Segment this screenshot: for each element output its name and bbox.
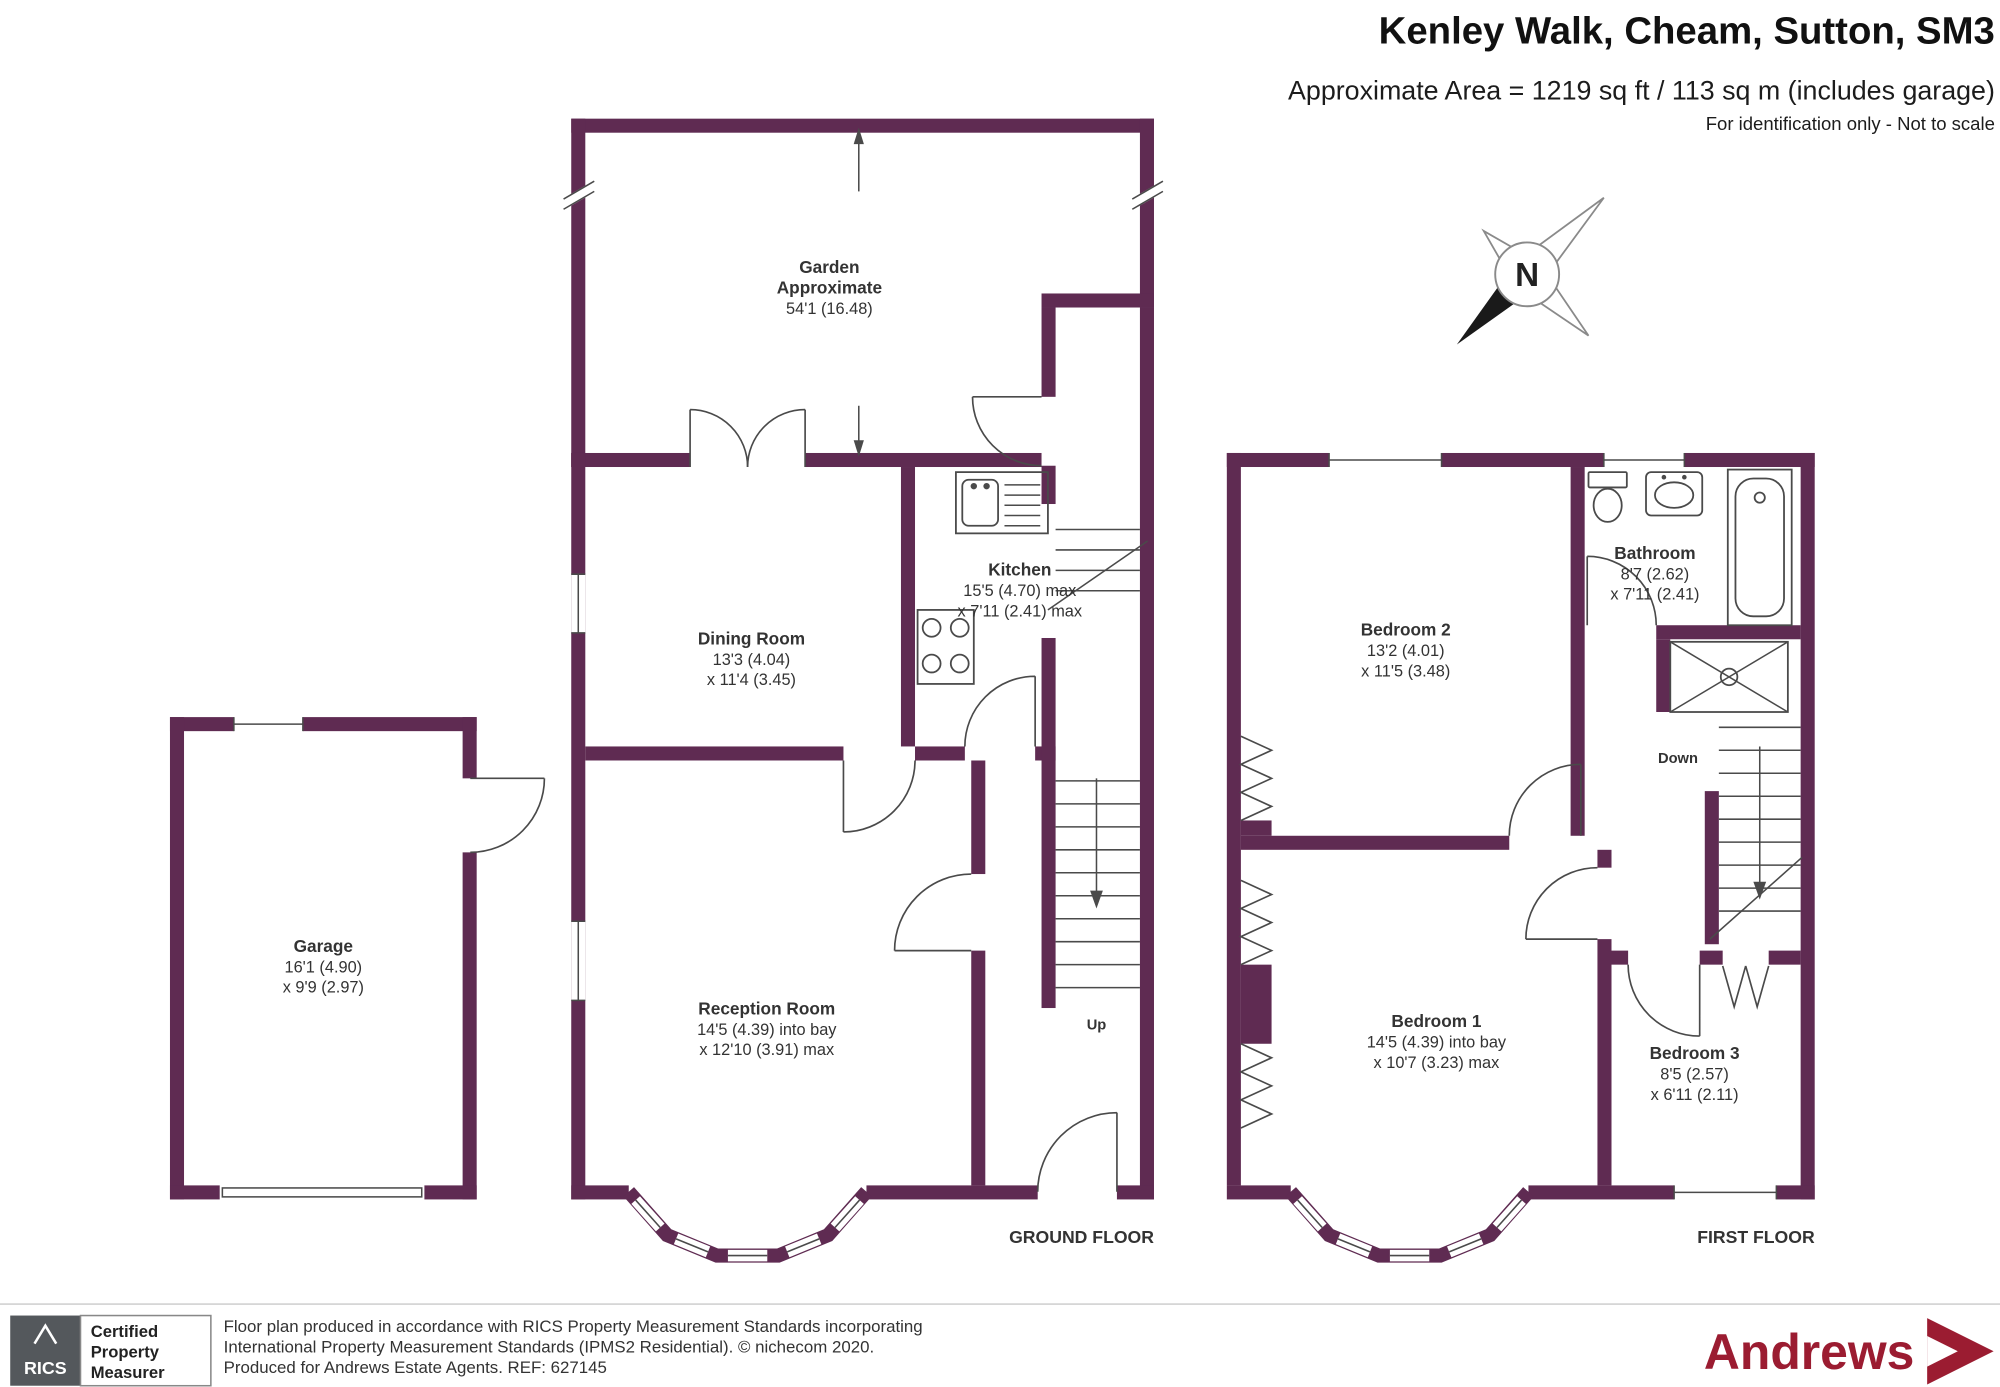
dining-room-dims-2: x 11'4 (3.45)	[707, 671, 796, 689]
disclaimer-line-3: Produced for Andrews Estate Agents. REF:…	[224, 1358, 607, 1377]
bathroom-dims-1: 8'7 (2.62)	[1621, 565, 1690, 583]
bathroom-label: Bathroom	[1614, 543, 1695, 563]
bathtub-icon	[1726, 468, 1793, 627]
bay-window-panes	[631, 1196, 1526, 1262]
toilet-icon	[1587, 471, 1628, 523]
andrews-chevron-icon	[1927, 1318, 1994, 1385]
page-title: Kenley Walk, Cheam, Sutton, SM3	[1379, 9, 1995, 52]
kitchen-dims-2: x 7'11 (2.41) max	[958, 602, 1083, 620]
disclaimer-line-2: International Property Measurement Stand…	[224, 1338, 875, 1357]
down-label: Down	[1658, 751, 1698, 767]
garden-qualifier: Approximate	[777, 277, 882, 297]
staircase-first	[1709, 726, 1803, 940]
reception-room-dims-2: x 12'10 (3.91) max	[699, 1041, 834, 1059]
dining-room-dims-1: 13'3 (4.04)	[713, 651, 791, 669]
reception-room-dims-1: 14'5 (4.39) into bay	[697, 1021, 837, 1039]
garage-dims-2: x 9'9 (2.97)	[283, 979, 364, 997]
garden-label: Garden	[799, 257, 859, 277]
andrews-brand-name: Andrews	[1704, 1324, 1914, 1380]
certification-line-2: Property	[91, 1343, 160, 1362]
bedroom-1-dims-2: x 10'7 (3.23) max	[1374, 1054, 1500, 1072]
bedroom-1-dims-1: 14'5 (4.39) into bay	[1367, 1034, 1507, 1052]
reception-room-label: Reception Room	[698, 998, 835, 1018]
bathroom-dims-2: x 7'11 (2.41)	[1610, 586, 1699, 604]
certification-line-1: Certified	[91, 1322, 158, 1341]
garage-walls	[169, 717, 477, 1200]
garden-dims: 54'1 (16.48)	[786, 300, 873, 318]
ground-floor-walls	[571, 118, 1154, 1200]
footer-disclaimer: Floor plan produced in accordance with R…	[224, 1317, 923, 1377]
door-arc	[470, 396, 1770, 1192]
garage-label: Garage	[294, 936, 353, 956]
disclaimer-line-1: Floor plan produced in accordance with R…	[224, 1317, 923, 1336]
basin-icon	[1645, 471, 1704, 517]
certification-line-3: Measurer	[91, 1363, 165, 1382]
bedroom-3-label: Bedroom 3	[1650, 1043, 1740, 1063]
garage-dims-1: 16'1 (4.90)	[285, 958, 363, 976]
dimension-arrow	[853, 127, 864, 457]
shower-icon	[1669, 640, 1789, 713]
staircase-ground	[1047, 528, 1149, 989]
north-label: N	[1515, 257, 1539, 294]
bedroom-2-dims-2: x 11'5 (3.48)	[1361, 662, 1450, 680]
bedroom-3-dims-1: 8'5 (2.57)	[1660, 1065, 1729, 1083]
certification-badge: Certified Property Measurer	[79, 1314, 212, 1387]
approximate-area: Approximate Area = 1219 sq ft / 113 sq m…	[1288, 76, 1995, 106]
wardrobe-alcove-icon	[1238, 735, 1274, 1129]
up-label: Up	[1087, 1018, 1107, 1034]
kitchen-label: Kitchen	[988, 559, 1051, 579]
window	[219, 452, 1778, 1200]
first-floor-walls	[1226, 452, 1815, 1200]
room-labels: Garden Approximate 54'1 (16.48) Dining R…	[283, 257, 1815, 1247]
bedroom-2-dims-1: 13'2 (4.01)	[1367, 642, 1445, 660]
rics-logo-text: RICS	[24, 1358, 67, 1378]
bedroom-1-label: Bedroom 1	[1391, 1011, 1481, 1031]
bedroom-2-label: Bedroom 2	[1361, 619, 1451, 639]
dining-room-label: Dining Room	[698, 628, 805, 648]
andrews-logo: Andrews	[1704, 1318, 1994, 1385]
bedroom-3-dims-2: x 6'11 (2.11)	[1651, 1086, 1739, 1104]
fence-break-marks	[561, 180, 1166, 210]
first-floor-label: FIRST FLOOR	[1697, 1227, 1815, 1247]
sink-icon	[955, 471, 1049, 535]
ground-floor-label: GROUND FLOOR	[1009, 1227, 1154, 1247]
identification-note: For identification only - Not to scale	[1706, 113, 1995, 134]
kitchen-dims-1: 15'5 (4.70) max	[963, 582, 1076, 600]
stove-icon	[916, 609, 975, 685]
compass-rose: N	[1456, 197, 1605, 345]
rics-logo: RICS	[10, 1315, 81, 1386]
